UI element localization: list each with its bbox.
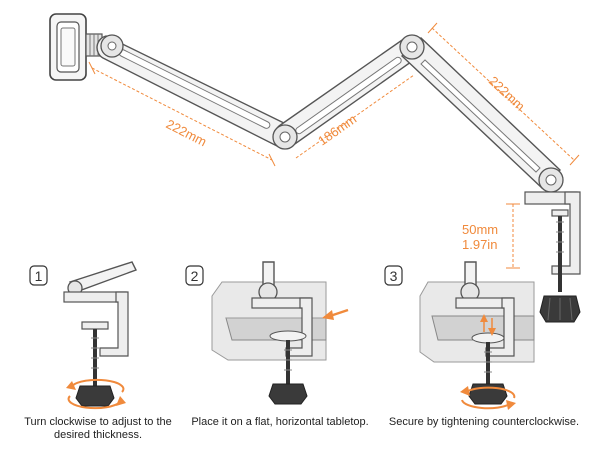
arm-segment-3 <box>400 37 562 189</box>
main-desk-clamp <box>524 191 581 323</box>
svg-text:2: 2 <box>191 268 199 284</box>
step-2-caption: Place it on a flat, horizontal tabletop. <box>191 416 369 428</box>
step-3-illustration <box>419 261 535 410</box>
step-3-caption: Secure by tightening counterclockwise. <box>388 416 580 428</box>
step-3-number: 3 <box>384 265 403 286</box>
step-2-number: 2 <box>185 265 204 286</box>
svg-text:1: 1 <box>35 268 43 284</box>
svg-text:222mm: 222mm <box>164 116 209 149</box>
step-2-illustration <box>211 261 349 405</box>
step-1-number: 1 <box>29 265 48 286</box>
step-1-caption: Turn clockwise to adjust to the desired … <box>24 416 172 441</box>
dimension-clamp-range: 50mm 1.97in <box>462 203 520 269</box>
step-1-illustration <box>63 261 137 410</box>
svg-text:1.97in: 1.97in <box>462 237 497 252</box>
tablet-holder-head <box>49 13 103 81</box>
svg-text:3: 3 <box>390 268 398 284</box>
svg-text:50mm: 50mm <box>462 222 498 237</box>
